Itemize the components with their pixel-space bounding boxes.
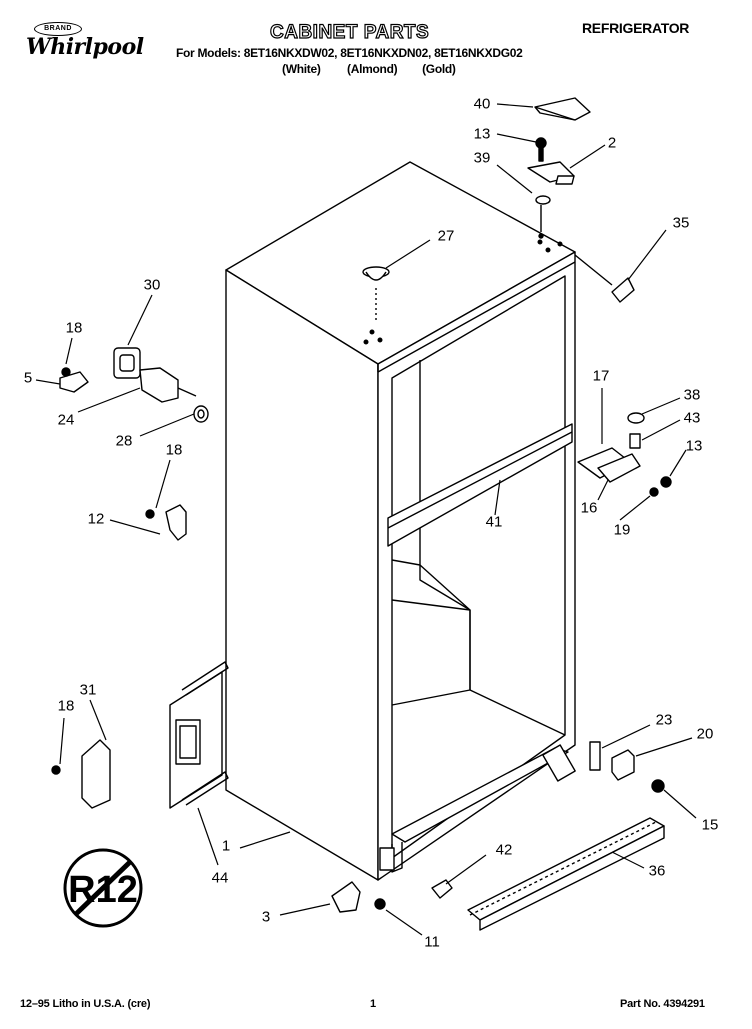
callout-1: 1 bbox=[221, 837, 231, 855]
bottom-clip bbox=[431, 879, 453, 899]
part-number: Part No. 4394291 bbox=[620, 998, 705, 1010]
bottom-rail bbox=[379, 744, 576, 873]
callout-30: 30 bbox=[143, 276, 161, 294]
model-numbers: For Models: 8ET16NKXDW02, 8ET16NKXDN02, … bbox=[176, 46, 523, 60]
leveling-roller bbox=[331, 881, 386, 913]
cover-panel bbox=[51, 739, 111, 809]
callout-23: 23 bbox=[655, 711, 673, 729]
divider-rail bbox=[387, 423, 573, 547]
top-hinge bbox=[527, 97, 591, 239]
cabinet-body bbox=[225, 161, 576, 881]
whirlpool-logo: BRAND Whirlpool bbox=[22, 22, 152, 70]
litho-note: 12–95 Litho in U.S.A. (cre) bbox=[20, 998, 151, 1010]
callout-11: 11 bbox=[424, 933, 440, 951]
callout-36: 36 bbox=[648, 862, 666, 880]
callout-28: 28 bbox=[115, 432, 133, 450]
callout-18: 18 bbox=[57, 697, 75, 715]
r12-stamp: R12 bbox=[63, 848, 143, 928]
product-category: REFRIGERATOR bbox=[582, 20, 690, 36]
callout-40: 40 bbox=[473, 95, 491, 113]
callout-18: 18 bbox=[65, 319, 83, 337]
hinge-cover bbox=[574, 254, 635, 303]
page-number: 1 bbox=[370, 998, 377, 1010]
callout-27: 27 bbox=[437, 227, 455, 245]
clip-bracket bbox=[145, 504, 187, 541]
callout-12: 12 bbox=[87, 510, 105, 528]
callout-15: 15 bbox=[701, 816, 719, 834]
callout-5: 5 bbox=[23, 369, 33, 387]
variant-almond: (Almond) bbox=[347, 62, 398, 76]
top-plug bbox=[362, 266, 390, 322]
callout-13: 13 bbox=[473, 125, 491, 143]
leader-lines bbox=[35, 103, 697, 936]
handle-parts bbox=[59, 347, 209, 423]
callout-19: 19 bbox=[613, 521, 631, 539]
callout-3: 3 bbox=[261, 908, 271, 926]
callout-24: 24 bbox=[57, 411, 75, 429]
kick-plate bbox=[467, 817, 665, 931]
variant-gold: (Gold) bbox=[422, 62, 456, 76]
color-variants: (White) (Almond) (Gold) bbox=[282, 62, 456, 76]
callout-20: 20 bbox=[696, 725, 714, 743]
callout-44: 44 bbox=[211, 869, 229, 887]
callout-17: 17 bbox=[592, 367, 610, 385]
callout-41: 41 bbox=[485, 513, 503, 531]
callout-42: 42 bbox=[495, 841, 513, 859]
callout-35: 35 bbox=[672, 214, 690, 232]
callout-31: 31 bbox=[79, 681, 97, 699]
lower-hinge bbox=[589, 741, 665, 793]
logo-wordmark: Whirlpool bbox=[26, 34, 144, 60]
center-hinge bbox=[577, 412, 672, 497]
callout-39: 39 bbox=[473, 149, 491, 167]
callout-43: 43 bbox=[683, 409, 701, 427]
variant-white: (White) bbox=[282, 62, 321, 76]
page-title: CABINET PARTS bbox=[269, 21, 430, 43]
callout-13: 13 bbox=[685, 437, 703, 455]
logo-badge: BRAND bbox=[34, 22, 82, 36]
callout-2: 2 bbox=[607, 134, 617, 152]
callout-38: 38 bbox=[683, 386, 701, 404]
callout-18: 18 bbox=[165, 441, 183, 459]
callout-16: 16 bbox=[580, 499, 598, 517]
side-bracket bbox=[169, 661, 229, 809]
